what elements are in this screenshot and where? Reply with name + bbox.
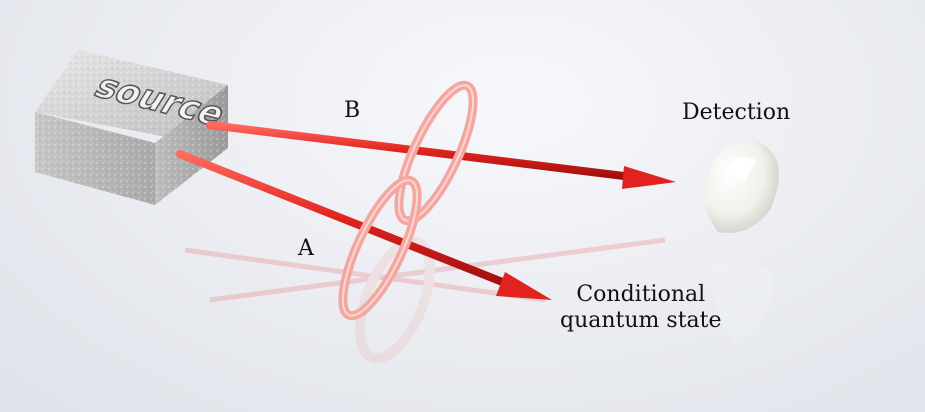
conditional-state-label: Conditional quantum state xyxy=(560,282,722,334)
beam-b xyxy=(206,121,676,189)
detection-label: Detection xyxy=(682,100,791,125)
entanglement-rings xyxy=(338,80,478,321)
conditional-state-line1: Conditional xyxy=(576,282,706,307)
beam-a-label: A xyxy=(298,236,314,261)
detector-dome xyxy=(704,140,779,234)
beam-a xyxy=(176,150,552,300)
beam-b-label: B xyxy=(344,98,361,123)
floor-reflection xyxy=(184,236,775,364)
conditional-state-line2: quantum state xyxy=(560,308,722,333)
source-block: source xyxy=(35,50,234,205)
